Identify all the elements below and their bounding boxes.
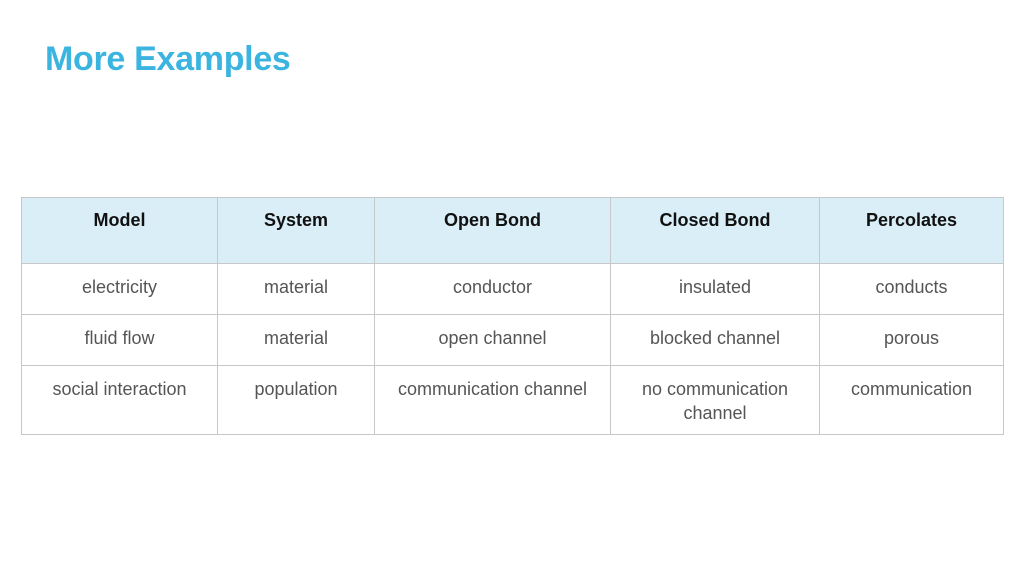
table-cell: porous [819,314,1004,366]
table-cell: material [217,314,375,366]
header-model: Model [21,197,218,264]
table-cell: electricity [21,263,218,315]
table-cell: no communication channel [610,365,820,435]
table-cell: insulated [610,263,820,315]
header-open-bond: Open Bond [374,197,611,264]
slide-title: More Examples [45,40,291,78]
header-closed-bond: Closed Bond [610,197,820,264]
table-cell: communication channel [374,365,611,435]
table-cell: communication [819,365,1004,435]
table-row: social interaction population communicat… [21,365,1004,435]
table-cell: blocked channel [610,314,820,366]
header-percolates: Percolates [819,197,1004,264]
table-row: electricity material conductor insulated… [21,263,1004,315]
table-cell: material [217,263,375,315]
table-cell: conductor [374,263,611,315]
examples-table: Model System Open Bond Closed Bond Perco… [21,197,1004,435]
header-system: System [217,197,375,264]
table-cell: open channel [374,314,611,366]
table-cell: fluid flow [21,314,218,366]
table-cell: social interaction [21,365,218,435]
table-cell: conducts [819,263,1004,315]
table-row: fluid flow material open channel blocked… [21,314,1004,366]
table-header-row: Model System Open Bond Closed Bond Perco… [21,197,1004,264]
table-cell: population [217,365,375,435]
